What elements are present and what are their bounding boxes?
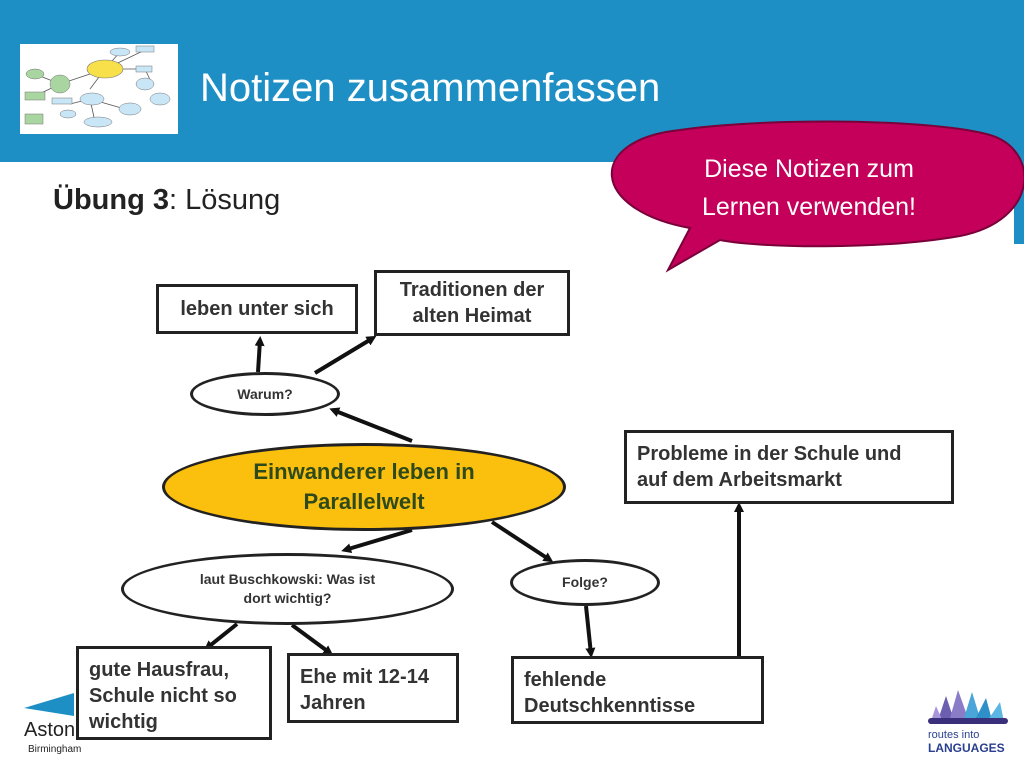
aston-name: Aston [24,719,75,741]
question-text: laut Buschkowski: Was ist [199,571,376,587]
exercise-solution: : Lösung [169,184,281,216]
aston-logo: Aston Birmingham [22,690,172,760]
box-text: Probleme in der Schule und [637,443,902,465]
box-text: Ehe mit 12-14 [300,666,429,688]
aston-city: Birmingham [28,744,81,755]
routes-line2: LANGUAGES [928,741,1005,755]
arrow-center-to-folge [490,520,554,563]
arrow-warum-to-traditionen [313,335,377,375]
arrow-buschkowski-to-ehe [290,623,334,656]
question-text: dort wichtig? [243,590,332,606]
box-deutschkenntnisse: fehlende Deutschkenntisse [511,656,764,724]
question-warum: Warum? [190,372,340,416]
box-text: alten Heimat [412,305,532,327]
callout-line: Lernen verwenden! [701,193,917,221]
question-folge: Folge? [510,559,660,606]
box-hausfrau: gute Hausfrau, Schule nicht so wichtig [76,646,272,740]
box-text: auf dem Arbeitsmarkt [637,469,842,491]
box-ehe: Ehe mit 12-14 Jahren [287,653,459,723]
box-text: fehlende [524,669,607,691]
box-traditionen: Traditionen der alten Heimat [374,270,570,336]
side-accent-bar [1014,162,1024,244]
arrow-buschkowski-to-hausfrau [203,622,239,651]
box-text: wichtig [89,711,158,733]
callout-line: Diese Notizen zum [704,155,914,183]
arrow-center-to-warum [329,407,413,443]
exercise-label: Übung 3 [53,184,169,216]
arrow-center-to-buschkowski [341,528,413,554]
central-topic: Einwanderer leben in Parallelwelt [162,443,566,531]
question-text: Folge? [562,574,608,590]
mindmap-thumbnail [20,44,178,134]
box-text: Traditionen der [399,279,545,301]
box-text: Schule nicht so [89,685,237,707]
page-title: Notizen zusammenfassen [200,66,661,110]
arrow-warum-to-leben [254,336,265,373]
box-probleme: Probleme in der Schule und auf dem Arbei… [624,430,954,504]
routes-line1: routes into [928,729,979,741]
central-topic-line: Einwanderer leben in [253,459,475,484]
routes-into-languages-logo: routes into LANGUAGES [928,688,1012,758]
central-topic-line: Parallelwelt [303,489,425,514]
arrow-folge-to-deutsch [584,605,596,658]
box-leben-unter-sich: leben unter sich [156,284,358,334]
callout-text: Diese Notizen zum Lernen verwenden! [622,150,996,230]
box-text: gute Hausfrau, [89,659,230,681]
question-buschkowski: laut Buschkowski: Was ist dort wichtig? [121,553,454,625]
exercise-subtitle: Übung 3: Lösung [53,184,280,217]
box-text: Jahren [300,692,366,714]
box-text: Deutschkenntisse [524,695,696,717]
question-text: Warum? [237,385,293,402]
box-text: leben unter sich [180,298,334,320]
